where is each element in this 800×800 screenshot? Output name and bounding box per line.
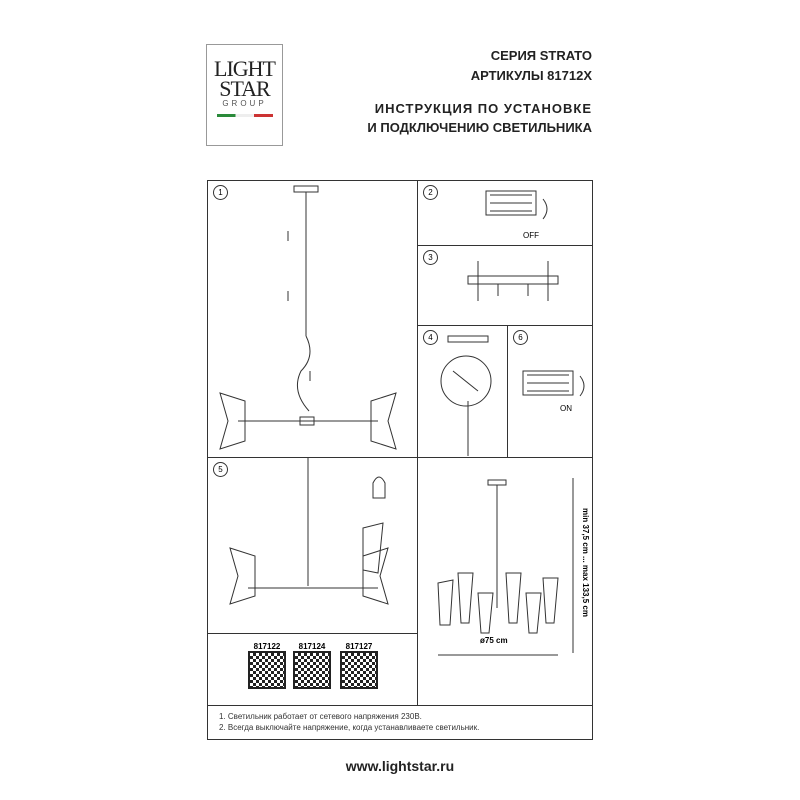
step-number: 5 xyxy=(213,462,228,477)
lightstar-logo: LIGHT STAR GROUP xyxy=(206,44,283,146)
step-6-panel: 6 ON xyxy=(507,325,593,458)
articles-label: АРТИКУЛЫ 81712X xyxy=(470,68,592,83)
italian-flag-stripe xyxy=(216,114,273,117)
qr-code-icon xyxy=(293,651,331,689)
step-number: 3 xyxy=(423,250,438,265)
shade-installation-illustration xyxy=(229,458,389,605)
wiring-connection-illustration xyxy=(440,335,492,456)
qr-code-icon xyxy=(248,651,286,689)
step-number: 4 xyxy=(423,330,438,345)
qr-code-label: 817124 xyxy=(298,642,326,651)
dimensions-panel: ø75 cm min 37,5 cm ... max 133,5 cm xyxy=(417,457,593,706)
logo-line1: LIGHT xyxy=(214,56,276,81)
terminal-block-off-illustration xyxy=(485,190,548,220)
mounting-plate-illustration xyxy=(467,261,559,301)
title-line2: И ПОДКЛЮЧЕНИЮ СВЕТИЛЬНИКА xyxy=(367,120,592,135)
qr-item[interactable]: 817124 xyxy=(293,642,331,691)
off-label: OFF xyxy=(523,231,539,240)
step-5-panel: 5 xyxy=(207,457,418,634)
step-2-panel: 2 OFF xyxy=(417,180,593,246)
step-1-panel: 1 xyxy=(207,180,418,458)
title-line1: ИНСТРУКЦИЯ ПО УСТАНОВКЕ xyxy=(374,101,592,116)
notes: 1. Светильник работает от сетевого напря… xyxy=(207,705,593,740)
qr-code-icon xyxy=(340,651,378,689)
step-number: 1 xyxy=(213,185,228,200)
step-number: 2 xyxy=(423,185,438,200)
qr-codes-panel: 817122 817124 817127 xyxy=(207,633,418,706)
on-label: ON xyxy=(560,404,572,413)
diameter-label: ø75 cm xyxy=(480,636,508,645)
logo-line2: STAR xyxy=(219,76,270,101)
step-1-illustration xyxy=(219,185,397,450)
note-2: 2. Всегда выключайте напряжение, когда у… xyxy=(219,723,480,732)
qr-code-label: 817127 xyxy=(345,642,373,651)
step-4-panel: 4 xyxy=(417,325,508,458)
qr-code-label: 817122 xyxy=(253,642,281,651)
series-label: СЕРИЯ STRATO xyxy=(490,48,592,63)
website-link[interactable]: www.lightstar.ru xyxy=(345,758,455,774)
logo-line3: GROUP xyxy=(222,99,267,108)
chandelier-dimensions-illustration xyxy=(437,478,574,656)
qr-item[interactable]: 817122 xyxy=(248,642,286,691)
step-number: 6 xyxy=(513,330,528,345)
qr-item[interactable]: 817127 xyxy=(340,642,378,691)
terminal-block-on-illustration xyxy=(522,370,585,397)
height-range-label: min 37,5 cm ... max 133,5 cm xyxy=(581,508,590,617)
note-1: 1. Светильник работает от сетевого напря… xyxy=(219,712,422,721)
step-3-panel: 3 xyxy=(417,245,593,326)
